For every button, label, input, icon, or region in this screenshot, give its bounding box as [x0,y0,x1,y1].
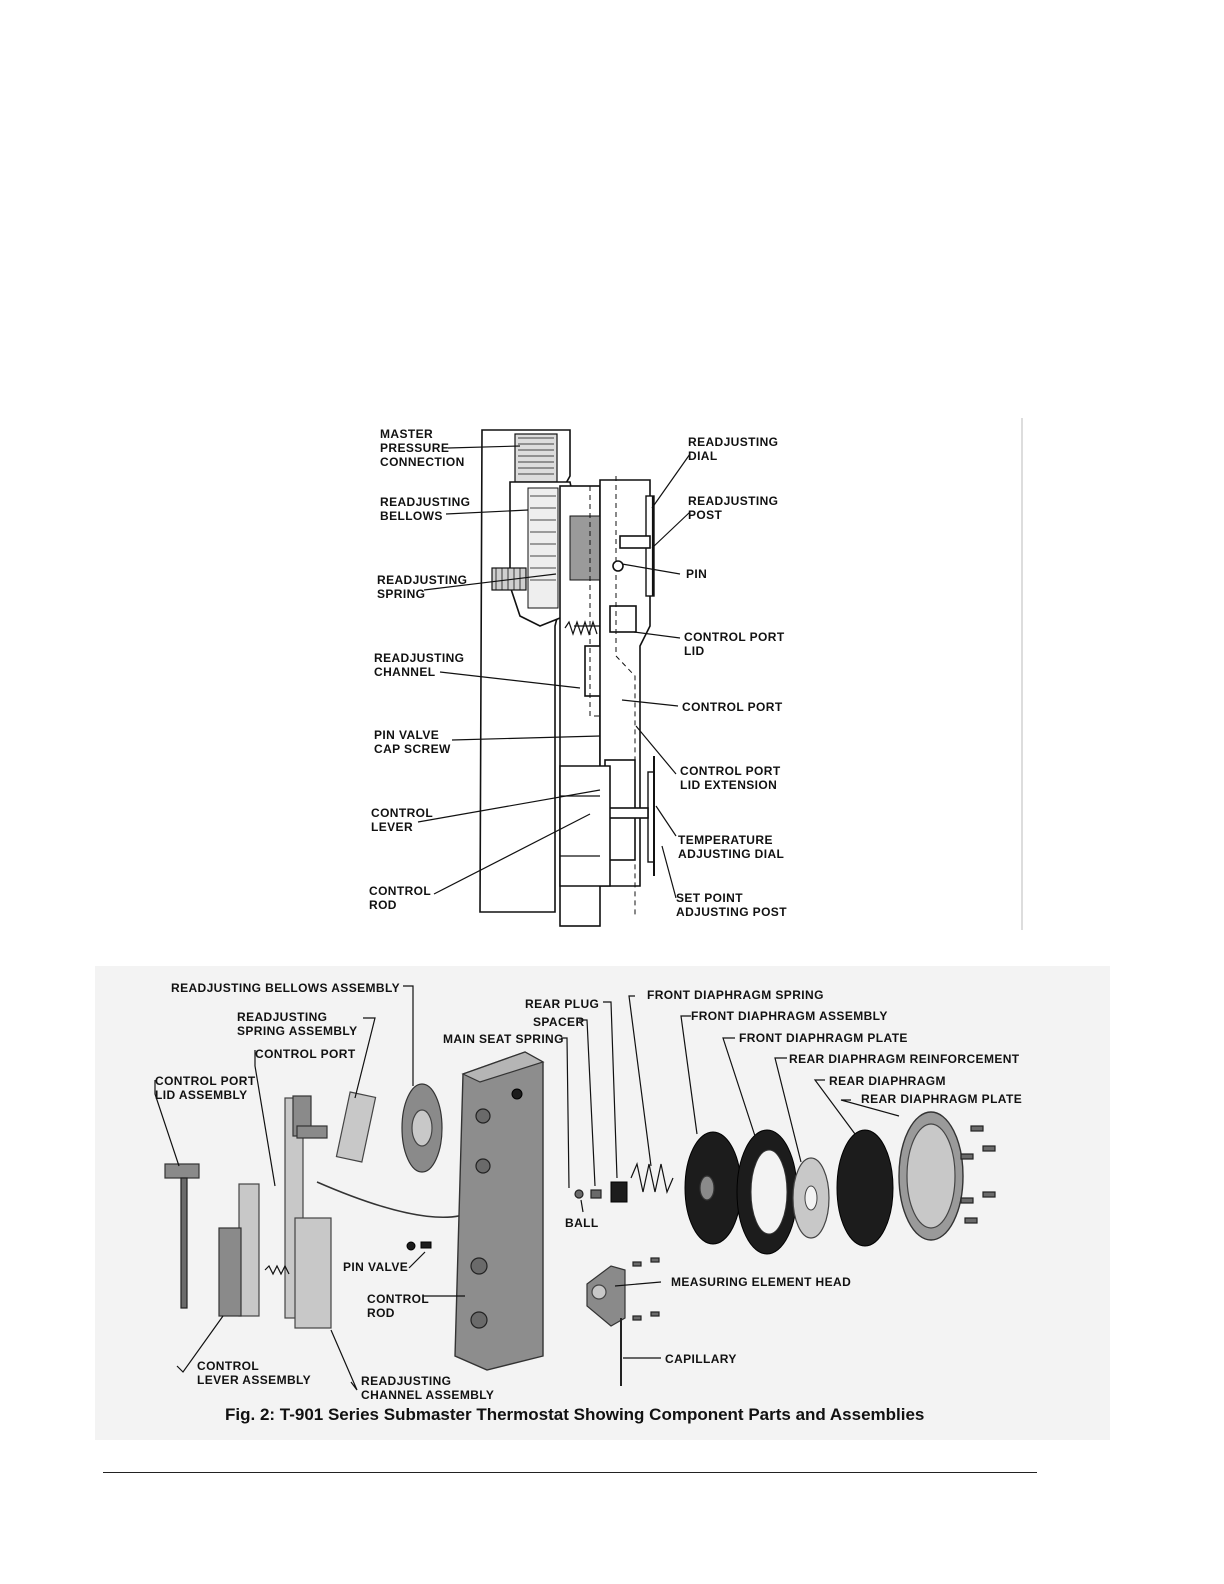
label-readjusting-post: READJUSTING POST [688,494,779,522]
label-control-port-lid-assembly: CONTROL PORT LID ASSEMBLY [155,1074,256,1102]
label-pin: PIN [686,567,708,581]
label-set-point-adjusting-post: SET POINT ADJUSTING POST [676,891,787,919]
label-control-lever: CONTROL LEVER [371,806,434,834]
label-front-diaphragm-plate: FRONT DIAPHRAGM PLATE [739,1031,908,1045]
label-control-lever-assembly: CONTROL LEVER ASSEMBLY [197,1359,312,1387]
cutaway-drawing [417,418,1023,930]
label-readjusting-channel-assembly: READJUSTING CHANNEL ASSEMBLY [361,1374,495,1402]
label-spacer: SPACER [533,1015,585,1029]
label-readjusting-bellows: READJUSTING BELLOWS [380,495,471,523]
label-main-seat-spring: MAIN SEAT SPRING [443,1032,564,1046]
label-readjusting-bellows-assembly: READJUSTING BELLOWS ASSEMBLY [171,981,400,995]
label-control-rod: CONTROL ROD [369,884,432,912]
label-control-port: CONTROL PORT [682,700,783,714]
label-pin-valve: PIN VALVE [343,1260,409,1274]
cutaway-diagram: MASTER PRESSURE CONNECTION READJUSTING B… [360,416,1025,932]
label-readjusting-spring-assembly: READJUSTING SPRING ASSEMBLY [237,1010,358,1038]
footer-rule [103,1472,1037,1473]
label-readjusting-channel: READJUSTING CHANNEL [374,651,465,679]
label-master-pressure-connection: MASTER PRESSURE CONNECTION [380,427,465,469]
label-temperature-adjusting-dial: TEMPERATURE ADJUSTING DIAL [678,833,785,861]
label-pin-valve-cap-screw: PIN VALVE CAP SCREW [374,728,451,756]
label-rear-plug: REAR PLUG [525,997,600,1011]
label-front-diaphragm-spring: FRONT DIAPHRAGM SPRING [647,988,824,1002]
label-readjusting-spring: READJUSTING SPRING [377,573,468,601]
label-measuring-element-head: MEASURING ELEMENT HEAD [671,1275,852,1289]
label-rear-diaphragm-reinforcement: REAR DIAPHRAGM REINFORCEMENT [789,1052,1020,1066]
label-readjusting-dial: READJUSTING DIAL [688,435,779,463]
lid-assembly-part [164,1163,200,1179]
label-rear-diaphragm: REAR DIAPHRAGM [829,1074,946,1088]
label-ball: BALL [565,1216,599,1230]
figure-caption: Fig. 2: T-901 Series Submaster Thermosta… [225,1405,925,1424]
exploded-drawing [154,985,996,1391]
exploded-view: READJUSTING BELLOWS ASSEMBLY READJUSTING… [95,966,1110,1440]
label-control-port-lid-extension: CONTROL PORT LID EXTENSION [680,764,781,792]
label-control-port-lid: CONTROL PORT LID [684,630,785,658]
label-control-rod: CONTROL ROD [367,1292,430,1320]
label-capillary: CAPILLARY [665,1352,737,1366]
label-front-diaphragm-assembly: FRONT DIAPHRAGM ASSEMBLY [691,1009,888,1023]
label-control-port-top: CONTROL PORT [255,1047,356,1061]
label-rear-diaphragm-plate: REAR DIAPHRAGM PLATE [861,1092,1023,1106]
